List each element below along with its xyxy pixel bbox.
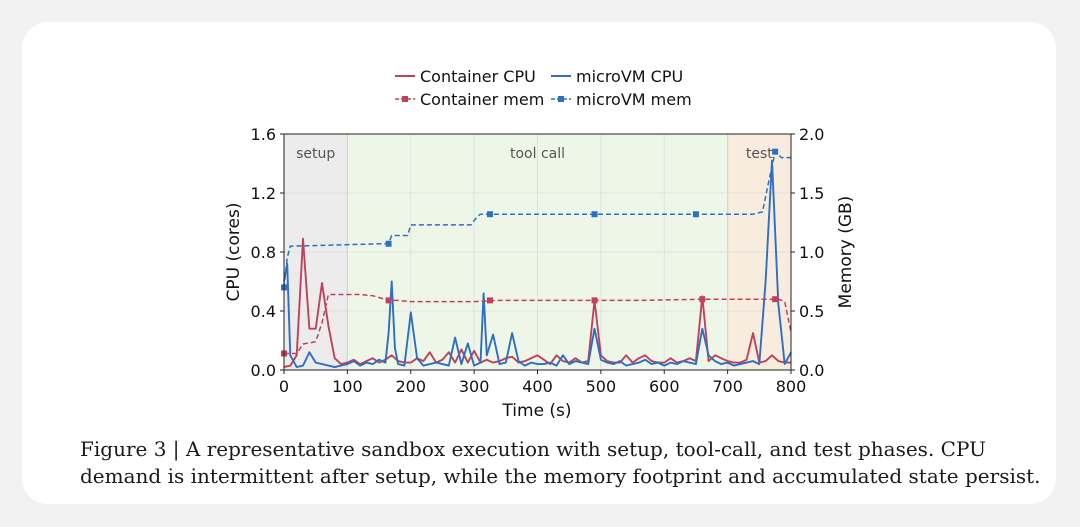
x-tick-label: 600 [649, 377, 680, 396]
y-axis-right-label: Memory (GB) [836, 196, 856, 309]
phase-label: setup [296, 146, 335, 162]
x-tick-label: 700 [712, 377, 743, 396]
x-tick-label: 200 [395, 377, 426, 396]
phase-label: test [746, 146, 773, 162]
series-marker [486, 297, 493, 304]
series-marker [385, 297, 392, 304]
x-axis-label: Time (s) [501, 401, 571, 421]
y-right-tick-label: 0.5 [799, 302, 824, 321]
series-marker [699, 296, 706, 303]
y-left-tick-label: 1.2 [251, 184, 276, 203]
y-axis-left-label: CPU (cores) [224, 203, 244, 302]
y-left-tick-label: 0.0 [251, 361, 276, 380]
y-right-tick-label: 0.0 [799, 361, 824, 380]
y-right-tick-label: 1.0 [799, 243, 824, 262]
legend-marker [402, 96, 408, 102]
legend-label: microVM mem [576, 90, 692, 109]
legend-marker [558, 96, 564, 102]
x-tick-label: 100 [332, 377, 363, 396]
y-left-tick-label: 1.6 [251, 125, 276, 144]
legend: Container CPU microVM CPU Container mem mic… [395, 67, 692, 109]
x-tick-label: 800 [776, 377, 807, 396]
series-layer [281, 148, 792, 369]
series-marker [591, 211, 598, 218]
series-marker [772, 148, 779, 155]
x-tick-label: 0 [279, 377, 289, 396]
series-line [283, 237, 791, 369]
caption-line-1: Figure 3 | A representative sandbox exec… [80, 437, 986, 461]
x-tick-label: 400 [522, 377, 553, 396]
series-marker [772, 296, 779, 303]
y-right-tick-label: 2.0 [799, 125, 824, 144]
caption-line-2: demand is intermittent after setup, whil… [80, 464, 1041, 488]
series-marker [591, 297, 598, 304]
series-line [283, 150, 791, 288]
series-marker [486, 211, 493, 218]
series-marker [692, 211, 699, 218]
series-marker [385, 240, 392, 247]
figure-caption: Figure 3 | A representative sandbox exec… [80, 436, 1041, 490]
series-line [284, 293, 792, 355]
legend-label: microVM CPU [576, 67, 683, 86]
x-tick-label: 500 [586, 377, 617, 396]
series-line [283, 159, 792, 369]
x-tick-label: 300 [459, 377, 490, 396]
legend-label: Container CPU [420, 67, 536, 86]
y-left-tick-label: 0.8 [251, 243, 276, 262]
y-right-tick-label: 1.5 [799, 184, 824, 203]
legend-label: Container mem [420, 90, 544, 109]
y-left-tick-label: 0.4 [251, 302, 276, 321]
